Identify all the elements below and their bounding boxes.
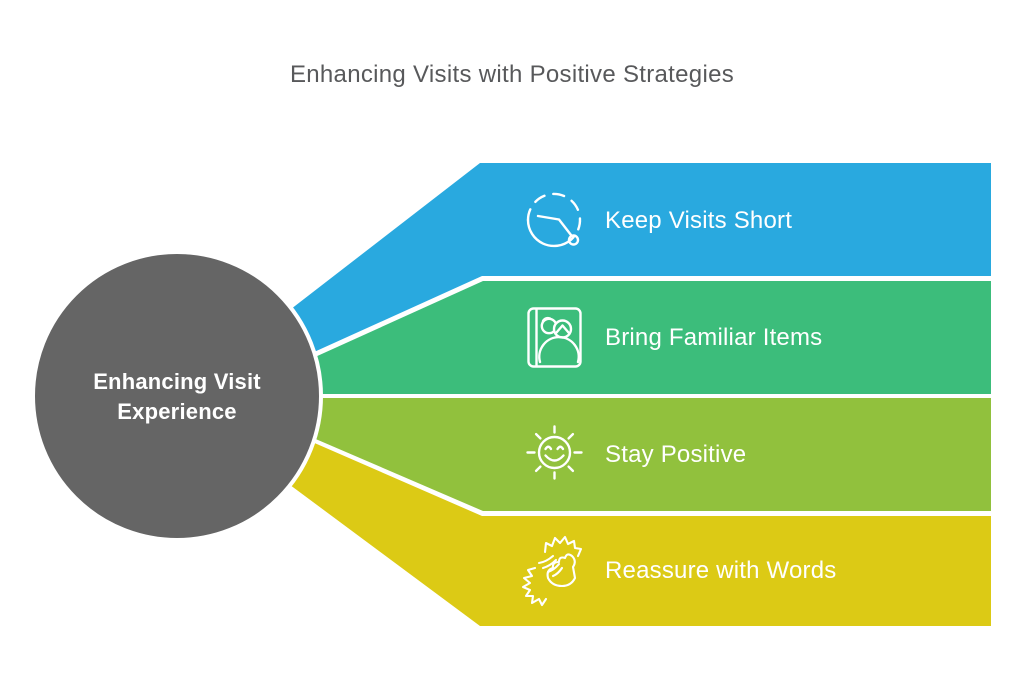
center-label-line1: Enhancing Visit: [93, 369, 261, 394]
strategy-band-reassure-with-words: Reassure with Words: [282, 438, 991, 626]
band-shape-blue: [282, 163, 991, 357]
center-circle: [31, 250, 323, 542]
band-shape-olive: [304, 398, 991, 511]
page-title: Enhancing Visits with Positive Strategie…: [290, 61, 734, 88]
band-label: Bring Familiar Items: [605, 324, 822, 351]
smiling-sun-icon: [526, 425, 583, 480]
helping-hands-icon: [521, 535, 583, 607]
band-label: Stay Positive: [605, 441, 746, 468]
band-shape-green: [304, 281, 991, 394]
strategy-band-keep-visits-short: Keep Visits Short: [282, 163, 991, 357]
band-label: Reassure with Words: [605, 557, 836, 584]
center-node: Enhancing Visit Experience: [31, 250, 323, 542]
strategy-band-bring-familiar-items: Bring Familiar Items: [304, 281, 991, 394]
band-label: Keep Visits Short: [605, 207, 792, 234]
strategy-band-stay-positive: Stay Positive: [304, 398, 991, 511]
center-label-line2: Experience: [117, 399, 236, 424]
clock-icon: [526, 192, 582, 248]
photo-album-icon: [527, 307, 582, 368]
band-shape-yellow: [282, 438, 991, 626]
